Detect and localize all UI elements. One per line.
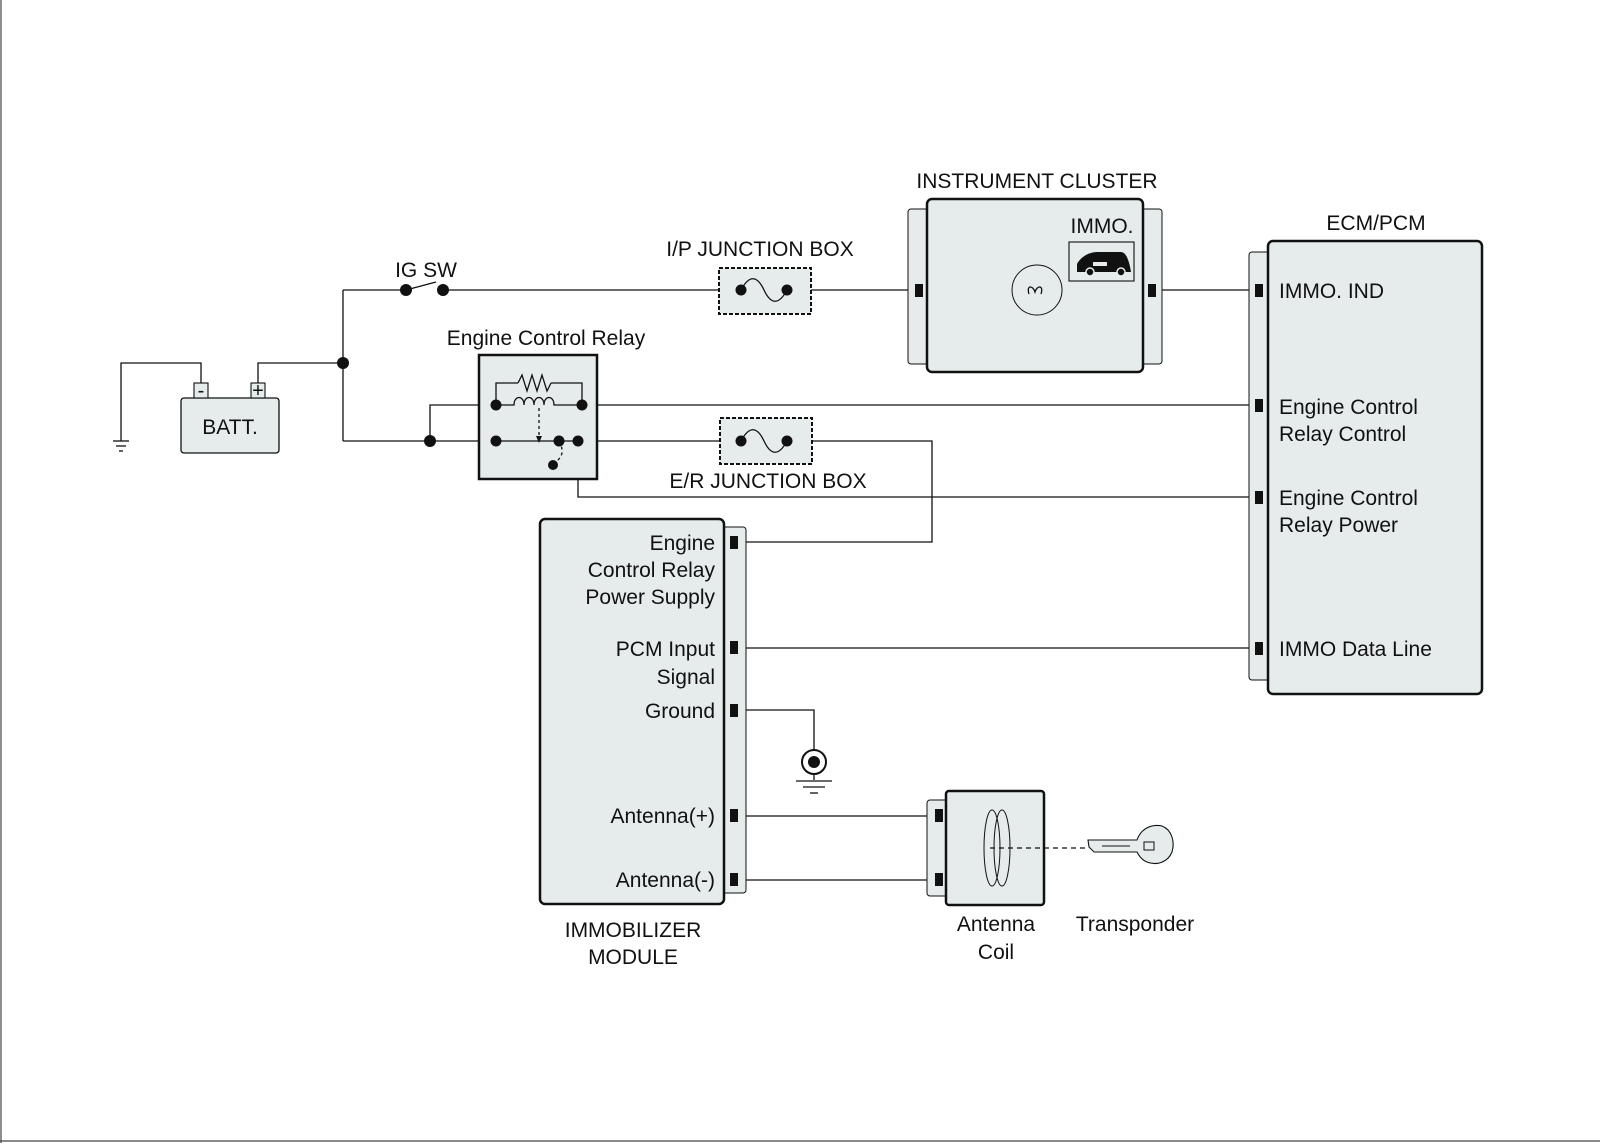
immobilizer-module: Engine Control Relay Power Supply PCM In… <box>538 517 747 969</box>
module-pin-antenna-neg: Antenna(-) <box>616 869 715 892</box>
ip-fuse-icon <box>740 278 788 302</box>
module-pin-power-supply-line3: Power Supply <box>585 586 715 609</box>
transponder-key-icon <box>1087 824 1174 865</box>
immo-indicator-label: IMMO. <box>1071 215 1134 238</box>
immobilizer-module-label-line2: MODULE <box>588 946 678 969</box>
ecm-pin-immo-ind: IMMO. IND <box>1279 280 1384 303</box>
ecm-pin-relay-power-line1: Engine Control <box>1279 487 1418 510</box>
battery-label: BATT. <box>202 416 258 439</box>
relay-coil-feed-wire <box>429 404 496 441</box>
battery: - + BATT. <box>180 380 280 454</box>
er-junction-box: E/R JUNCTION BOX <box>669 417 867 493</box>
module-pin-pcm-input-line1: PCM Input <box>616 638 715 661</box>
immo-car-icon <box>1068 241 1135 282</box>
transponder-label: Transponder <box>1076 913 1194 936</box>
instrument-cluster: INSTRUMENT CLUSTER IMMO. <box>907 170 1163 374</box>
battery-positive-label: + <box>252 380 264 402</box>
indicator-lamp-icon <box>1011 264 1063 316</box>
battery-positive-wire <box>257 362 343 383</box>
ecm-pin-immo-data-line: IMMO Data Line <box>1279 638 1432 661</box>
relay-power-supply-wire <box>732 440 933 543</box>
er-fuse-icon <box>740 429 788 453</box>
instrument-cluster-label: INSTRUMENT CLUSTER <box>916 170 1157 193</box>
module-pin-antenna-pos: Antenna(+) <box>611 805 716 828</box>
module-pin-power-supply-line1: Engine <box>650 532 715 555</box>
ecm-pin-relay-control-line2: Relay Control <box>1279 423 1406 446</box>
module-pin-pcm-input-line2: Signal <box>657 666 715 689</box>
junction-dots <box>337 357 436 447</box>
relay-resistor-icon <box>517 372 552 394</box>
module-pin-ground: Ground <box>645 700 715 723</box>
ecm-pin-relay-power-line2: Relay Power <box>1279 514 1398 537</box>
ignition-switch: IG SW <box>395 259 457 296</box>
ip-junction-box: I/P JUNCTION BOX <box>666 238 854 315</box>
battery-ground-icon <box>113 440 129 452</box>
ig-sw-label: IG SW <box>395 259 457 282</box>
ecm-pin-relay-control-line1: Engine Control <box>1279 396 1418 419</box>
battery-negative-label: - <box>198 380 205 402</box>
ecm-pcm: ECM/PCM IMMO. IND Engine Control Relay C… <box>1248 212 1484 696</box>
chassis-ground-icon <box>796 749 832 794</box>
module-pin-power-supply-line2: Control Relay <box>588 559 716 582</box>
antenna-coil-label-line2: Coil <box>978 941 1014 964</box>
engine-control-relay-label: Engine Control Relay <box>447 327 646 350</box>
er-junction-box-label: E/R JUNCTION BOX <box>669 470 866 493</box>
engine-control-relay: Engine Control Relay <box>447 327 646 481</box>
ecm-pcm-label: ECM/PCM <box>1326 212 1425 235</box>
module-ground-wire <box>732 709 815 752</box>
antenna-coil-label-line1: Antenna <box>957 913 1036 936</box>
battery-ground-wire <box>120 362 202 441</box>
ip-junction-box-label: I/P JUNCTION BOX <box>666 238 853 261</box>
antenna-coil: Antenna Coil <box>926 789 1088 964</box>
relay-coil-icon <box>496 396 582 406</box>
immobilizer-module-label-line1: IMMOBILIZER <box>565 919 702 942</box>
